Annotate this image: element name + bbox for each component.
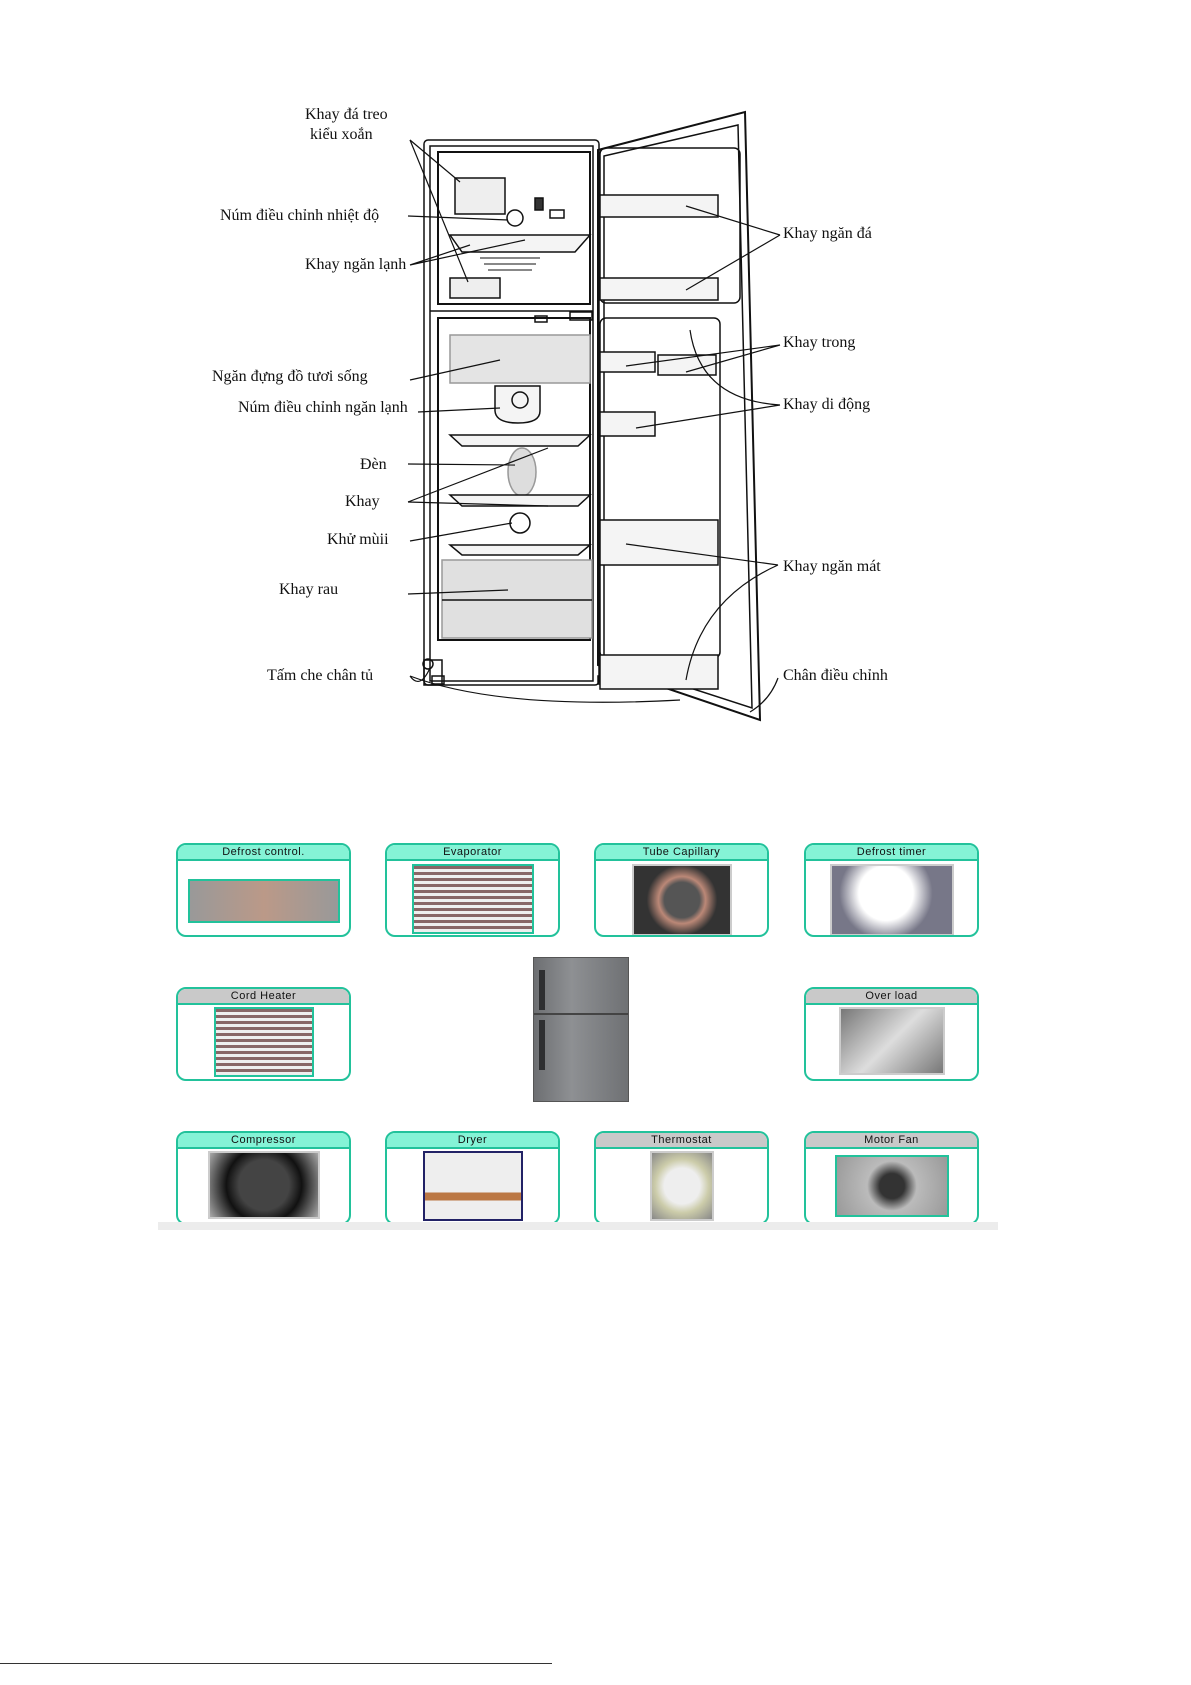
part-card-compressor: Compressor (176, 1131, 351, 1225)
part-photo (829, 864, 954, 935)
part-title: Tube Capillary (596, 845, 767, 861)
part-photo (213, 1007, 314, 1077)
label-lamp: Đèn (360, 456, 387, 473)
label-base-cover: Tấm che chân tủ (267, 667, 374, 684)
label-freezer-door-tray: Khay ngăn đá (783, 225, 872, 242)
part-title: Over load (806, 989, 977, 1005)
part-photo (838, 1007, 945, 1075)
part-card-cord-heater: Cord Heater (176, 987, 351, 1081)
label-vegetable-crisper: Khay rau (279, 581, 339, 598)
label-adjustable-foot: Chân điều chỉnh (783, 667, 888, 684)
label-freezer-shelf: Khay ngăn lạnh (305, 256, 407, 273)
refrigerator-diagram (407, 110, 781, 722)
part-title: Motor Fan (806, 1133, 977, 1149)
label-cold-compartment-knob: Núm điều chỉnh ngăn lạnh (238, 399, 408, 416)
part-title: Cord Heater (178, 989, 349, 1005)
divider-strip (158, 1222, 998, 1230)
part-photo (834, 1155, 949, 1217)
label-temperature-knob: Núm điều chỉnh nhiệt độ (220, 207, 380, 224)
part-card-tube-capillary: Tube Capillary (594, 843, 769, 937)
part-photo (631, 864, 732, 935)
footnote-rule (0, 1663, 552, 1664)
label-hanging-ice-tray: Khay đá treo (305, 106, 388, 123)
part-title: Thermostat (596, 1133, 767, 1149)
part-title: Defrost timer (806, 845, 977, 861)
part-title: Compressor (178, 1133, 349, 1149)
part-card-motor-fan: Motor Fan (804, 1131, 979, 1225)
label-egg-tray: Khay trong (783, 334, 856, 351)
label-fridge-door-tray: Khay ngăn mát (783, 558, 881, 575)
part-title: Dryer (387, 1133, 558, 1149)
part-card-evaporator: Evaporator (385, 843, 560, 937)
part-photo (422, 1151, 523, 1221)
part-title: Defrost control. (178, 845, 349, 861)
part-card-dryer: Dryer (385, 1131, 560, 1225)
part-card-over-load: Over load (804, 987, 979, 1081)
part-photo (411, 864, 534, 934)
part-card-defrost-control: Defrost control. (176, 843, 351, 937)
label-movable-tray: Khay di động (783, 396, 871, 413)
part-card-thermostat: Thermostat (594, 1131, 769, 1225)
part-title: Evaporator (387, 845, 558, 861)
label-deodorizer: Khử mùii (327, 531, 389, 548)
label-fresh-food-compartment: Ngăn đựng đồ tươi sống (212, 368, 368, 385)
refrigerator-photo (533, 957, 629, 1102)
part-card-defrost-timer: Defrost timer (804, 843, 979, 937)
part-photo (187, 879, 340, 923)
part-photo (649, 1151, 714, 1221)
part-photo (207, 1151, 320, 1219)
label-shelf: Khay (345, 493, 380, 510)
label-hanging-ice-tray-2: kiểu xoắn (310, 126, 373, 143)
